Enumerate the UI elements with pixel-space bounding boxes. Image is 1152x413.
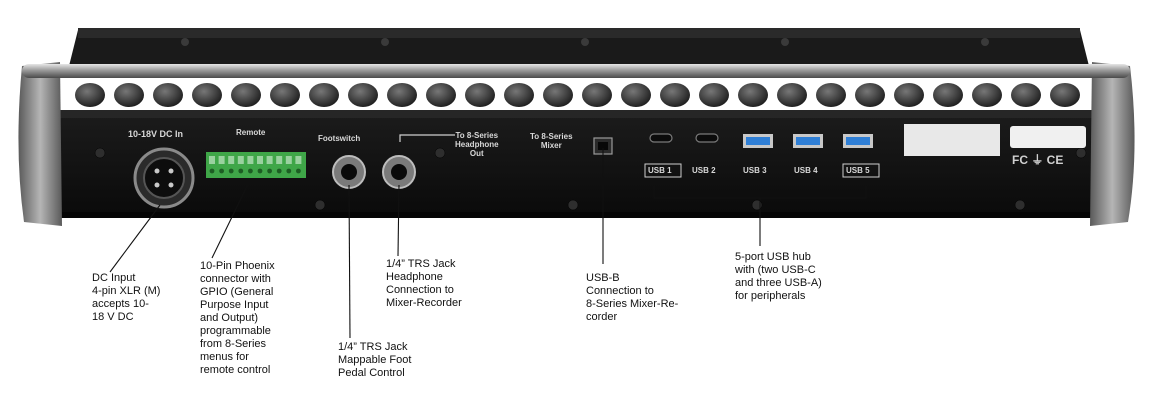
knob	[621, 83, 651, 107]
footswitch-jack	[332, 155, 366, 189]
phoenix-screw	[248, 168, 253, 174]
usb-5-label: USB 5	[846, 166, 870, 175]
certification-marks: FC ⏚ CE	[1012, 153, 1064, 167]
knob	[75, 83, 105, 107]
dc-xlr-connector	[133, 147, 195, 209]
knob	[504, 83, 534, 107]
knob	[933, 83, 963, 107]
dc-input-label: 10-18V DC In	[128, 129, 184, 139]
knob	[231, 83, 261, 107]
usb-2-label: USB 2	[692, 166, 716, 175]
knob	[426, 83, 456, 107]
usb-4-label: USB 4	[794, 166, 818, 175]
knob	[270, 83, 300, 107]
phoenix-pin	[276, 156, 283, 164]
usb-label-boxes	[644, 163, 880, 178]
mixer-label: To 8-Series Mixer	[530, 132, 573, 150]
phoenix-screw	[276, 168, 282, 174]
knob	[114, 83, 144, 107]
phoenix-screw	[209, 168, 215, 174]
phoenix-screw	[219, 168, 225, 174]
phoenix-screw	[228, 168, 234, 174]
knob	[582, 83, 612, 107]
knob	[777, 83, 807, 107]
carry-handle-rail	[22, 64, 1130, 78]
chassis-screws	[94, 147, 1087, 211]
knob-row	[75, 83, 1080, 107]
remote-label: Remote	[236, 128, 266, 137]
callout-foot-pedal: 1/4” TRS Jack Mappable Foot Pedal Contro…	[338, 341, 412, 379]
knob	[972, 83, 1002, 107]
label-sticker	[904, 124, 1000, 156]
phoenix-pin	[247, 156, 254, 164]
knob	[660, 83, 690, 107]
usb-a-port-4	[793, 134, 823, 148]
device-top-surface	[68, 28, 1090, 70]
left-end-cap	[18, 62, 63, 226]
knob	[699, 83, 729, 107]
usb-a-port-5	[843, 134, 873, 148]
knob	[192, 83, 222, 107]
callout-headphone: 1/4” TRS Jack Headphone Connection to Mi…	[386, 258, 462, 309]
usb-c-port-2	[695, 133, 719, 143]
phoenix-screw	[286, 168, 292, 174]
knob	[1050, 83, 1080, 107]
phoenix-screw	[267, 168, 272, 174]
usb-3-label: USB 3	[743, 166, 767, 175]
callout-dc-input: DC Input 4-pin XLR (M) accepts 10- 18 V …	[92, 272, 161, 323]
phoenix-pin	[218, 156, 225, 164]
knob	[465, 83, 495, 107]
phoenix-pin	[257, 156, 263, 164]
phoenix-pin	[228, 156, 235, 164]
knob	[738, 83, 768, 107]
phoenix-pin	[266, 156, 273, 164]
leader-lines	[109, 148, 867, 339]
phoenix-connector	[206, 152, 306, 178]
knob	[387, 83, 417, 107]
knob	[153, 83, 183, 107]
usb-1-label: USB 1	[648, 166, 672, 175]
callout-usb-hub: 5-port USB hub with (two USB-C and three…	[735, 251, 822, 302]
knob	[894, 83, 924, 107]
phoenix-screw	[296, 168, 301, 174]
callout-phoenix-connector: 10-Pin Phoenix connector with GPIO (Gene…	[200, 260, 275, 376]
headphone-out-label: To 8-Series Headphone Out	[455, 131, 499, 158]
knob	[816, 83, 846, 107]
phoenix-pin	[237, 156, 244, 164]
knob	[1011, 83, 1041, 107]
serial-sticker	[1010, 126, 1086, 148]
knob	[309, 83, 339, 107]
knob	[348, 83, 378, 107]
headphone-jack	[382, 155, 416, 189]
usb-a-port-3	[743, 134, 773, 148]
phoenix-pin	[285, 156, 292, 164]
callout-usb-b: USB-B Connection to 8-Series Mixer-Re- c…	[586, 272, 679, 323]
phoenix-pin	[295, 156, 302, 164]
right-end-cap	[1090, 62, 1135, 226]
phoenix-screw	[257, 168, 263, 174]
usb-c-port-1	[649, 133, 673, 143]
knob	[855, 83, 885, 107]
footswitch-label: Footswitch	[318, 134, 361, 143]
knob	[543, 83, 573, 107]
phoenix-screw	[238, 168, 244, 174]
phoenix-pin	[209, 156, 215, 164]
